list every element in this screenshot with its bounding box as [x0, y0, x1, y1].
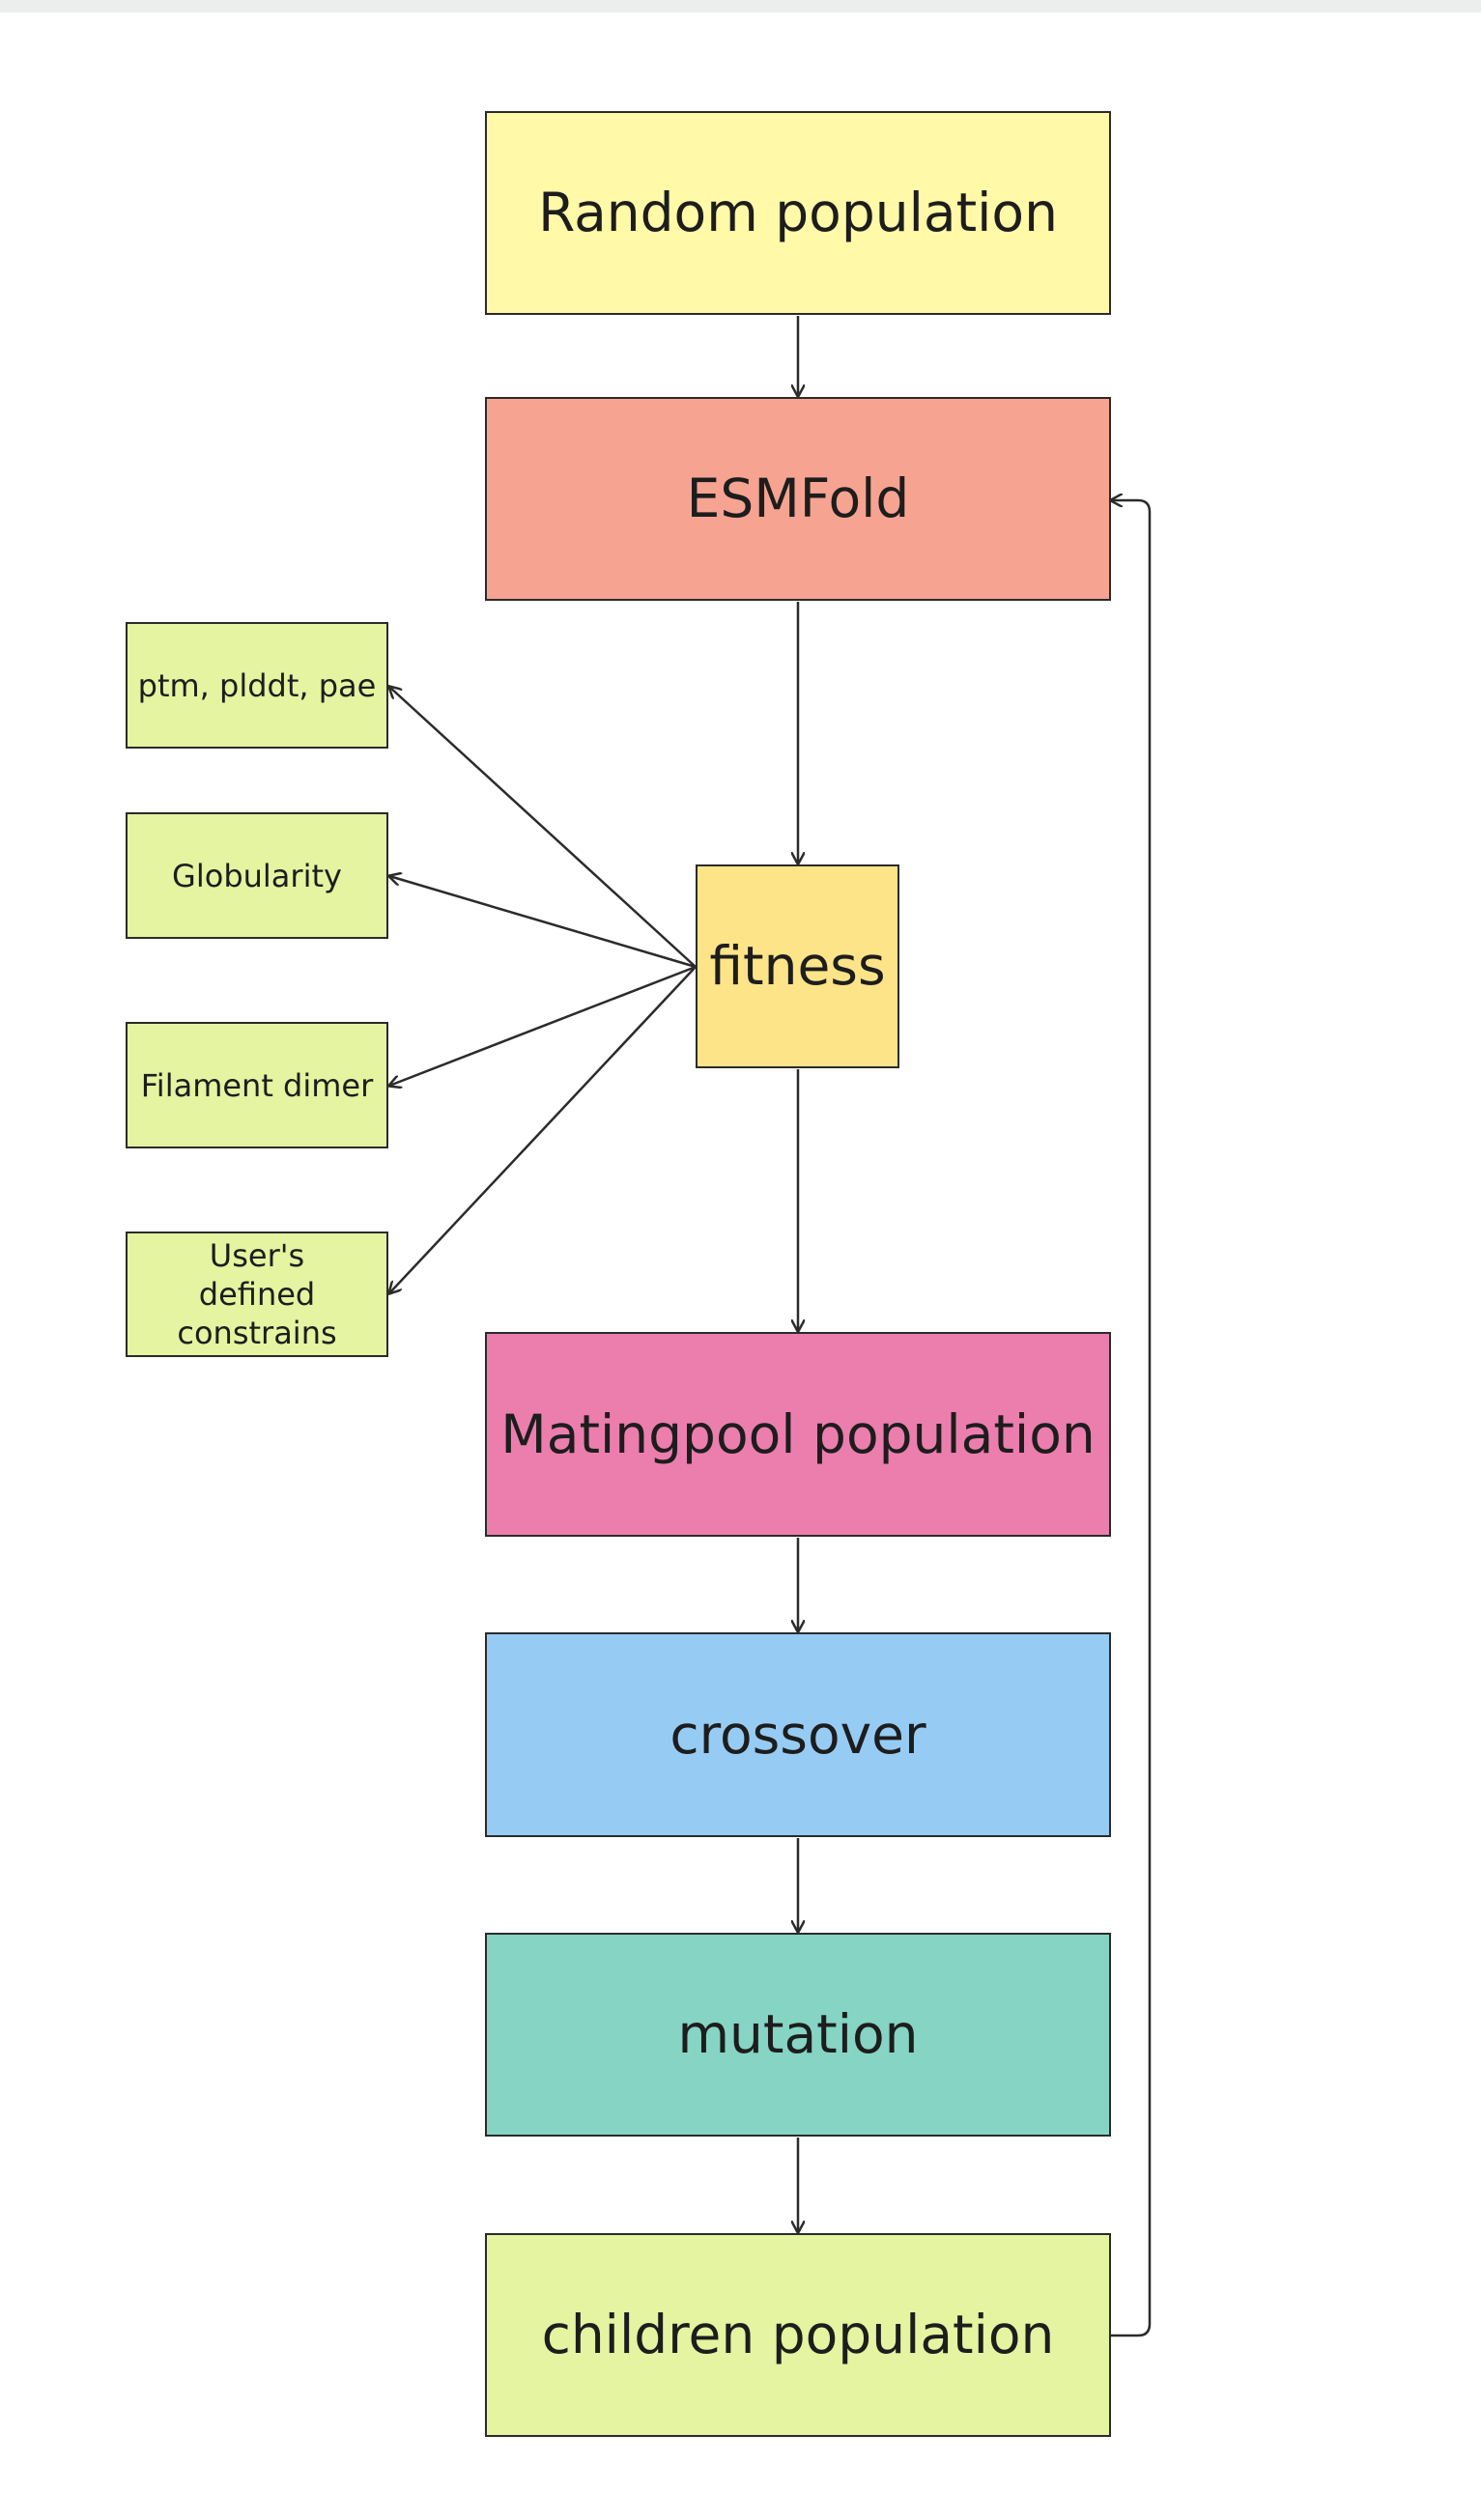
node-matingpool-population: Matingpool population: [485, 1332, 1111, 1537]
node-label: mutation: [677, 2003, 919, 2066]
edge-fitness-to-filament-dimer: [389, 965, 697, 1086]
edge-children-population-to-esmfold: [1111, 500, 1152, 2337]
node-label: children population: [541, 2304, 1055, 2366]
top-strip: [0, 0, 1481, 13]
node-label: User's defined constrains: [177, 1237, 337, 1351]
node-children-population: children population: [485, 2233, 1111, 2437]
node-label: Matingpool population: [500, 1402, 1096, 1465]
edge-fitness-to-globularity: [389, 876, 697, 969]
node-random-population: Random population: [485, 111, 1111, 315]
node-filament-dimer: Filament dimer: [126, 1022, 388, 1148]
node-label: Random population: [538, 182, 1058, 244]
node-fitness: fitness: [696, 864, 899, 1068]
node-crossover: crossover: [485, 1632, 1111, 1837]
node-label: crossover: [669, 1703, 926, 1766]
edge-fitness-to-users-defined-constrains: [389, 966, 697, 1293]
node-mutation: mutation: [485, 1933, 1111, 2137]
node-ptm-plddt-pae: ptm, plddt, pae: [126, 622, 388, 749]
node-esmfold: ESMFold: [485, 397, 1111, 601]
node-globularity: Globularity: [126, 812, 388, 939]
node-users-defined-constrains: User's defined constrains: [126, 1232, 388, 1357]
node-label: ptm, plddt, pae: [137, 666, 377, 704]
edge-fitness-to-ptm-plddt-pae: [389, 687, 697, 968]
node-label: Globularity: [172, 857, 342, 894]
node-label: fitness: [709, 935, 886, 998]
node-label: ESMFold: [686, 467, 910, 530]
node-label: Filament dimer: [140, 1066, 374, 1104]
